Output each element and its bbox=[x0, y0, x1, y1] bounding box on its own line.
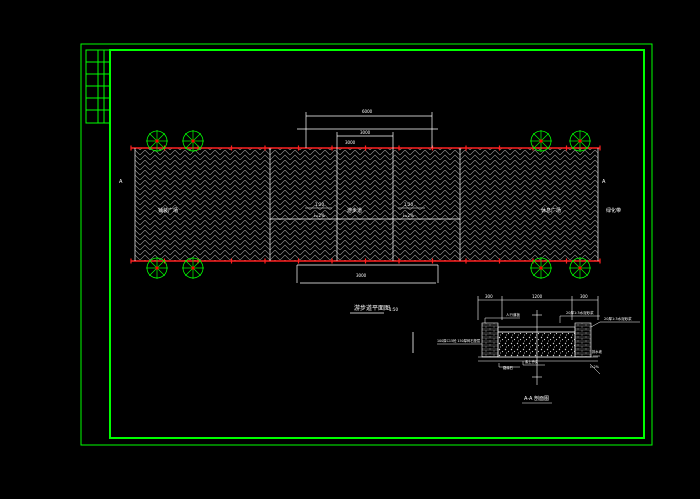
gravel-layer bbox=[497, 331, 576, 358]
section-detail: 300 1200 300 人行道板 20厚1:3水泥砂浆 20厚1:3水泥砂浆 … bbox=[437, 294, 640, 404]
dim-top-inner: 3000 bbox=[360, 130, 371, 135]
dim-top-outer: 6000 bbox=[362, 109, 373, 114]
plan-view: A A 6000 3000 3000 3000 铺装广场 游步道 休息广场 绿化… bbox=[119, 109, 621, 314]
slope-right: 1:20 bbox=[404, 202, 413, 207]
brick-layer-right bbox=[574, 322, 592, 358]
section-label-left-long: 100厚C15砼 150厚碎石垫层 bbox=[437, 338, 481, 343]
tree-symbol bbox=[569, 130, 591, 152]
tree-symbol bbox=[182, 130, 204, 152]
section-label-center: 素土夯实 bbox=[525, 359, 539, 364]
section-label-top-right: 20厚1:3水泥砂浆 bbox=[566, 310, 594, 315]
brick-layer-left bbox=[481, 322, 499, 358]
section-dim-mid: 1200 bbox=[532, 294, 543, 299]
plan-title: 游步道平面图 bbox=[354, 304, 390, 312]
section-dim-right: 300 bbox=[580, 294, 588, 299]
tree-symbol bbox=[530, 130, 552, 152]
slope-right-sub: i=2% bbox=[403, 213, 414, 218]
section-mark-left: A bbox=[119, 179, 123, 185]
plan-scale: 1:50 bbox=[389, 307, 398, 312]
tree-symbol bbox=[146, 257, 168, 279]
outer-frame bbox=[80, 43, 653, 446]
label-right-plaza: 休息广场 bbox=[541, 207, 561, 214]
tree-symbol bbox=[146, 130, 168, 152]
tree-symbol bbox=[569, 257, 591, 279]
label-center-path: 游步道 bbox=[347, 207, 362, 214]
section-title: A-A 剖面图 bbox=[524, 395, 549, 402]
section-label-left-small: 路缘石 bbox=[503, 365, 514, 370]
section-label-top: 人行道板 bbox=[506, 312, 520, 317]
section-label-bottom: i=2% bbox=[590, 365, 599, 369]
pavement-hatch bbox=[135, 148, 598, 261]
slope-left-sub: i=2% bbox=[314, 213, 325, 218]
section-dim-left: 300 bbox=[485, 294, 493, 299]
title-block-strip bbox=[85, 49, 111, 124]
tree-symbol bbox=[530, 257, 552, 279]
surface-layer bbox=[497, 326, 576, 333]
inner-frame bbox=[109, 49, 645, 439]
dim-bottom: 3000 bbox=[356, 273, 367, 278]
label-far-right: 绿化带 bbox=[606, 207, 621, 214]
label-left-plaza: 铺装广场 bbox=[158, 207, 178, 214]
section-mark-right: A bbox=[602, 179, 606, 185]
slope-left: 1:20 bbox=[315, 202, 324, 207]
section-label-bottom-left: 排水坡 bbox=[592, 349, 603, 354]
dim-top-mid: 3000 bbox=[345, 140, 356, 145]
section-label-right-note: 20厚1:3水泥砂浆 bbox=[604, 316, 632, 321]
tree-symbol bbox=[182, 257, 204, 279]
edge-ticks bbox=[130, 145, 601, 264]
tree-symbols bbox=[146, 130, 591, 279]
